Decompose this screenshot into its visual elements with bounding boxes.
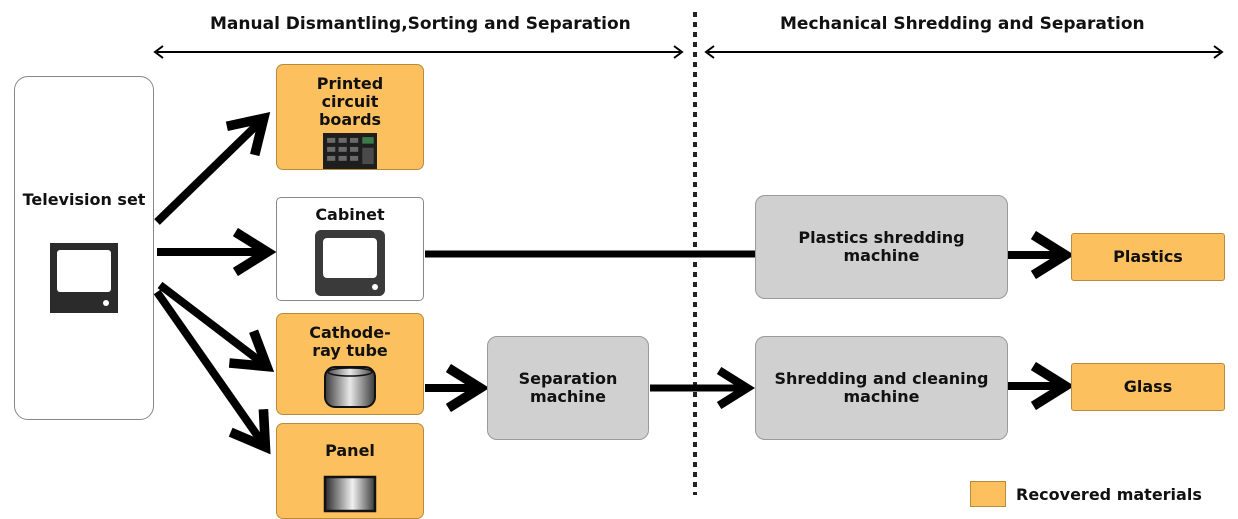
node-separation-machine: Separation machine <box>487 336 649 440</box>
node-label: Shredding and cleaning machine <box>774 369 989 406</box>
node-glass: Glass <box>1071 363 1225 411</box>
node-cabinet: Cabinet <box>276 197 424 301</box>
node-label: Plastics <box>1113 247 1183 266</box>
circuit-board-icon <box>323 133 377 169</box>
node-shredding-cleaning-machine: Shredding and cleaning machine <box>755 336 1008 440</box>
node-label: Cabinet <box>315 205 385 224</box>
tv-icon <box>50 243 118 313</box>
legend-label: Recovered materials <box>1016 484 1202 504</box>
cabinet-tv-icon <box>315 230 385 296</box>
arrow-tv-pcb <box>154 112 271 225</box>
legend: Recovered materials <box>970 481 1202 507</box>
node-plastics: Plastics <box>1071 233 1225 281</box>
node-cathode-ray-tube: Cathode-ray tube <box>276 313 424 415</box>
node-label: Cathode-ray tube <box>309 323 391 360</box>
node-label: Panel <box>325 441 375 460</box>
arrow-tv-panel <box>153 289 271 455</box>
node-label: Glass <box>1123 377 1173 396</box>
crt-tube-icon <box>324 366 376 408</box>
node-panel: Panel <box>276 423 424 519</box>
panel-icon <box>323 475 377 513</box>
node-label: Printed circuit boards <box>316 74 384 129</box>
node-printed-circuit-boards: Printed circuit boards <box>276 64 424 170</box>
node-label: Plastics shredding machine <box>798 228 965 265</box>
node-label: Television set <box>22 190 146 209</box>
header-mechanical: Mechanical Shredding and Separation <box>780 14 1145 34</box>
node-plastics-shredding-machine: Plastics shredding machine <box>755 195 1008 299</box>
header-manual: Manual Dismantling,Sorting and Separatio… <box>210 14 631 34</box>
legend-swatch <box>970 481 1006 507</box>
node-television-set: Television set <box>14 76 154 420</box>
arrow-tv-crt <box>157 281 275 372</box>
node-label: Separation machine <box>518 369 618 406</box>
